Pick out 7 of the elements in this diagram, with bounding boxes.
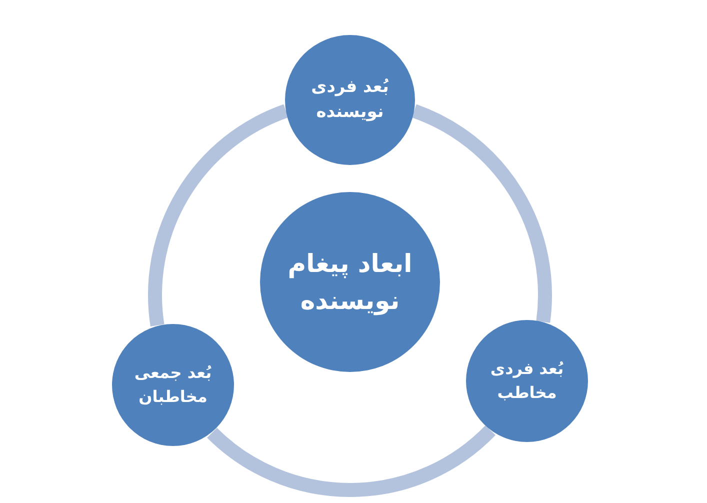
ring-arc-connector xyxy=(148,104,289,326)
circle-label: بُعد فردی مخاطب xyxy=(489,358,565,404)
circle-label: بُعد فردی نویسنده xyxy=(310,76,390,124)
circle-label: ابعاد پیغام نویسنده xyxy=(286,248,414,318)
ring-arc-connector xyxy=(207,425,496,497)
circle-label: بُعد جمعی مخاطبان xyxy=(133,362,213,408)
ring-arc-connector xyxy=(411,104,552,322)
